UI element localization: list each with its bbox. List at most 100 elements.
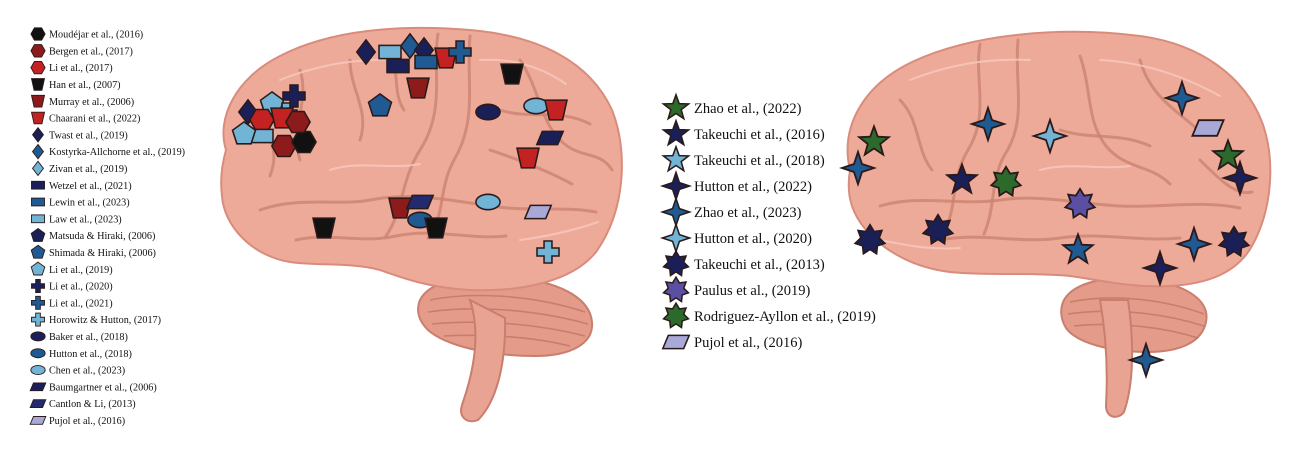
left-legend-label: Li et al., (2021) bbox=[49, 298, 113, 309]
left-legend-label: Horowitz & Hutton, (2017) bbox=[49, 315, 161, 326]
left-brain-marker-trapezoid bbox=[500, 63, 524, 85]
left-legend-item: Chaarani et al., (2022) bbox=[30, 111, 140, 125]
left-legend-icon-cross bbox=[31, 295, 45, 310]
right-legend-label: Hutton et al., (2022) bbox=[694, 179, 812, 195]
right-legend-icon-parallelogram bbox=[661, 334, 691, 350]
right-brain-marker-star4 bbox=[969, 105, 1007, 143]
left-brain-marker-diamond bbox=[355, 38, 377, 66]
right-brain-marker-star4 bbox=[1175, 225, 1213, 263]
left-legend-icon-trapezoid bbox=[30, 111, 46, 125]
left-legend-label: Han et al., (2007) bbox=[49, 80, 121, 91]
left-legend-item: Shimada & Hiraki, (2006) bbox=[30, 244, 156, 259]
right-legend-item: Paulus et al., (2019) bbox=[662, 275, 811, 303]
left-brain-marker-hexagon bbox=[249, 108, 275, 132]
left-brain-marker-trapezoid bbox=[516, 147, 540, 169]
left-legend-icon-pentagon bbox=[30, 261, 46, 276]
right-legend-icon-star4 bbox=[659, 221, 693, 255]
right-legend-icon-star5 bbox=[661, 118, 691, 147]
left-legend-icon-parallelogram bbox=[29, 382, 47, 392]
right-legend-label: Pujol et al., (2016) bbox=[694, 335, 803, 351]
right-legend: Zhao et al., (2022) Takeuchi et al., (201… bbox=[659, 92, 876, 351]
right-brain-marker-star4 bbox=[1141, 249, 1179, 287]
left-legend-label: Baker et al., (2018) bbox=[49, 332, 128, 343]
right-legend-icon-star4 bbox=[659, 195, 693, 229]
left-legend-item: Zivan et al., (2019) bbox=[31, 160, 127, 177]
right-brain bbox=[846, 30, 1272, 418]
left-legend-item: Moudéjar et al., (2016) bbox=[30, 27, 143, 41]
left-legend-label: Twast et al., (2019) bbox=[49, 130, 128, 141]
left-brain-marker-trapezoid bbox=[544, 99, 568, 121]
right-brain-marker-parallelogram bbox=[1191, 119, 1225, 137]
left-brain-marker-trapezoid bbox=[406, 77, 430, 99]
right-legend-item: Hutton et al., (2022) bbox=[659, 169, 812, 203]
left-legend-label: Shimada & Hiraki, (2006) bbox=[49, 248, 156, 259]
right-legend-label: Rodriguez-Ayllon et al., (2019) bbox=[694, 309, 876, 325]
left-legend-item: Lewin et al., (2023) bbox=[31, 198, 130, 209]
left-brain-marker-trapezoid bbox=[424, 217, 448, 239]
right-brain-marker-star4 bbox=[1031, 117, 1069, 155]
left-legend-label: Law et al., (2023) bbox=[49, 214, 122, 225]
left-brain-marker-diamond bbox=[399, 32, 421, 60]
left-legend-item: Li et al., (2019) bbox=[30, 261, 113, 276]
left-legend-label: Bergen et al., (2017) bbox=[49, 46, 133, 57]
left-legend-icon-trapezoid bbox=[30, 78, 46, 91]
right-legend-item: Takeuchi et al., (2016) bbox=[661, 118, 825, 147]
right-brain-cortex bbox=[846, 30, 1272, 288]
left-brain-marker-trapezoid bbox=[388, 197, 412, 219]
left-legend-label: Li et al., (2020) bbox=[49, 282, 113, 293]
right-legend-item: Zhao et al., (2022) bbox=[661, 92, 802, 121]
right-brain-marker-star7 bbox=[989, 165, 1023, 198]
left-legend-label: Murray et al., (2006) bbox=[49, 97, 134, 108]
left-legend-icon-parallelogram bbox=[29, 399, 47, 408]
left-brain-marker-ellipse bbox=[475, 193, 501, 211]
right-brain-marker-star5 bbox=[1210, 137, 1246, 171]
left-legend-label: Wetzel et al., (2021) bbox=[49, 181, 132, 192]
right-brain-marker-star7 bbox=[1217, 225, 1251, 258]
left-brain-marker-parallelogram bbox=[405, 194, 435, 210]
right-brain-marker-star4 bbox=[1127, 341, 1165, 379]
right-legend-item: Rodriguez-Ayllon et al., (2019) bbox=[662, 301, 876, 329]
right-brain-marker-star7 bbox=[921, 213, 955, 246]
right-legend-label: Takeuchi et al., (2018) bbox=[694, 153, 825, 169]
left-legend-label: Chaarani et al., (2022) bbox=[49, 114, 140, 125]
left-legend-icon-ellipse bbox=[30, 331, 46, 342]
left-legend-icon-hexagon bbox=[30, 44, 46, 58]
right-legend-label: Zhao et al., (2023) bbox=[694, 205, 802, 221]
left-legend-item: Li et al., (2020) bbox=[31, 279, 113, 293]
left-legend-icon-hexagon bbox=[30, 60, 46, 75]
left-legend-icon-diamond bbox=[31, 126, 45, 143]
left-legend-item: Matsuda & Hiraki, (2006) bbox=[30, 227, 155, 242]
left-legend-icon-cross bbox=[31, 279, 45, 293]
right-brain-cerebellum bbox=[1060, 277, 1208, 354]
left-legend-item: Law et al., (2023) bbox=[31, 214, 122, 225]
right-brain-marker-star5 bbox=[1060, 231, 1096, 265]
left-legend-item: Li et al., (2017) bbox=[30, 60, 113, 75]
left-legend-item: Li et al., (2021) bbox=[31, 295, 113, 310]
right-brain-marker-star5 bbox=[856, 123, 892, 157]
left-brain-marker-trapezoid bbox=[312, 217, 336, 239]
left-legend-item: Twast et al., (2019) bbox=[31, 126, 128, 143]
left-legend-item: Hutton et al., (2018) bbox=[30, 348, 132, 360]
left-legend-label: Lewin et al., (2023) bbox=[49, 198, 130, 209]
left-legend-icon-diamond bbox=[31, 143, 45, 160]
left-brain-marker-rect bbox=[386, 58, 410, 74]
right-brain-marker-star7 bbox=[1063, 187, 1097, 220]
left-legend-icon-pentagon bbox=[30, 244, 46, 259]
right-legend-label: Takeuchi et al., (2016) bbox=[694, 127, 825, 143]
right-brain-marker-star4 bbox=[839, 149, 877, 187]
left-legend-label: Pujol et al., (2016) bbox=[49, 416, 125, 427]
left-legend-label: Kostyrka-Allchorne et al., (2019) bbox=[49, 147, 185, 158]
right-legend-icon-star7 bbox=[662, 301, 690, 329]
left-legend-item: Horowitz & Hutton, (2017) bbox=[31, 312, 161, 327]
left-brain-marker-hexagon bbox=[285, 110, 311, 134]
left-legend-item: Kostyrka-Allchorne et al., (2019) bbox=[31, 143, 185, 160]
left-brain-marker-rect bbox=[414, 54, 438, 70]
right-brain-markers bbox=[839, 79, 1259, 379]
right-brain-stem bbox=[1098, 299, 1134, 418]
left-legend-label: Hutton et al., (2018) bbox=[49, 349, 132, 360]
left-legend-label: Zivan et al., (2019) bbox=[49, 164, 127, 175]
left-brain-marker-hexagon bbox=[291, 130, 317, 154]
right-brain-marker-star5 bbox=[944, 161, 980, 195]
left-legend: Moudéjar et al., (2016) Bergen et al., (2… bbox=[29, 27, 185, 427]
